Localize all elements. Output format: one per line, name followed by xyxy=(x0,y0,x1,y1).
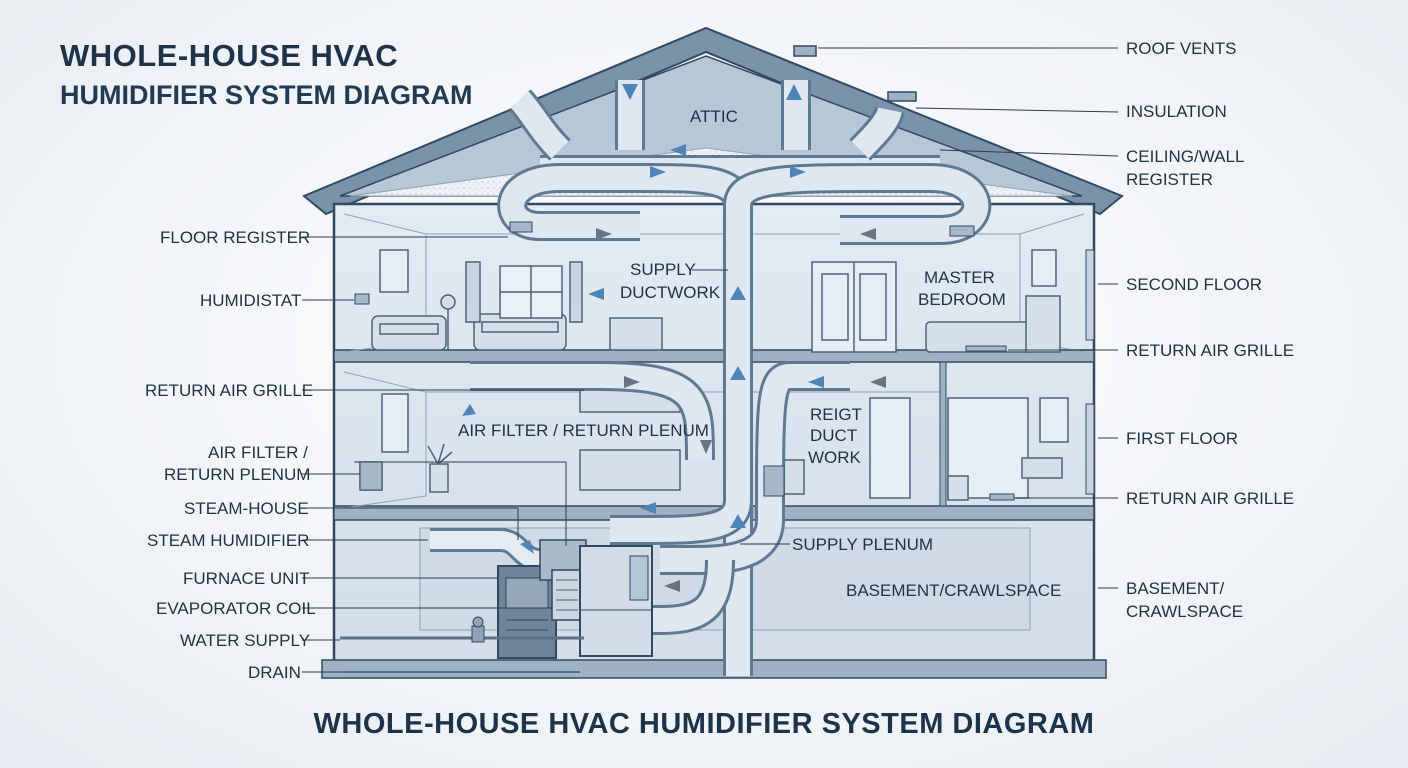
leader-lines xyxy=(302,47,1119,673)
bedroom-furniture xyxy=(811,249,1061,353)
first-floor-furniture xyxy=(359,383,1069,501)
label-return-air-grille-second: RETURN AIR GRILLE xyxy=(1126,341,1294,360)
airflow-arrows xyxy=(462,84,886,592)
roof-vent-left xyxy=(793,45,817,57)
return-air-grille-bath xyxy=(989,493,1015,501)
living-room-furniture xyxy=(371,249,663,351)
label-basement-line1: BASEMENT/ xyxy=(1126,579,1225,598)
label-attic: ATTIC xyxy=(690,107,738,126)
label-drain: DRAIN xyxy=(248,663,301,682)
label-master-bedroom-line1: MASTER xyxy=(924,268,995,287)
label-water-supply: WATER SUPPLY xyxy=(180,631,310,650)
label-roof-vents: ROOF VENTS xyxy=(1126,39,1237,58)
evaporator-coil xyxy=(551,569,583,621)
label-steam-house: STEAM-HOUSE xyxy=(184,499,309,518)
roof-vent-right xyxy=(887,91,917,102)
foundation xyxy=(321,659,1107,679)
supply-plenum-box xyxy=(579,545,653,657)
humidistat xyxy=(354,293,370,305)
label-return-air-grille-first: RETURN AIR GRILLE xyxy=(1126,489,1294,508)
floor-register xyxy=(509,221,533,233)
label-supply-ductwork-line2: DUCTWORK xyxy=(620,283,721,302)
label-first-floor: FIRST FLOOR xyxy=(1126,429,1238,448)
label-supply-plenum: SUPPLY PLENUM xyxy=(792,535,933,554)
return-air-grille-bedroom xyxy=(965,345,1007,352)
label-insulation: INSULATION xyxy=(1126,102,1227,121)
label-master-bedroom-line2: BEDROOM xyxy=(918,290,1006,309)
label-furnace-unit: FURNACE UNIT xyxy=(183,569,310,588)
label-basement-line2: CRAWLSPACE xyxy=(1126,602,1243,621)
label-return-duct-line1: REIGT xyxy=(810,405,862,424)
label-air-filter-return-plenum: AIR FILTER / RETURN PLENUM xyxy=(458,421,709,440)
label-floor-register: FLOOR REGISTER xyxy=(160,228,310,247)
return-air-grille-first xyxy=(359,461,383,491)
label-return-duct-line2: DUCT xyxy=(810,426,857,445)
label-return-duct-line3: WORK xyxy=(808,448,862,467)
second-floor-slab xyxy=(333,349,1095,363)
label-second-floor: SECOND FLOOR xyxy=(1126,275,1262,294)
label-ceiling-wall-line2: REGISTER xyxy=(1126,170,1213,189)
diagram-subtitle: HUMIDIFIER SYSTEM DIAGRAM xyxy=(60,80,473,110)
water-supply-line xyxy=(340,616,584,643)
bottom-title: WHOLE-HOUSE HVAC HUMIDIFIER SYSTEM DIAGR… xyxy=(313,708,1095,740)
label-humidistat: HUMIDISTAT xyxy=(200,291,301,310)
diagram-title: WHOLE-HOUSE HVAC xyxy=(60,38,399,73)
label-ceiling-wall-line1: CEILING/WALL xyxy=(1126,147,1244,166)
label-steam-humidifier: STEAM HUMIDIFIER xyxy=(147,531,309,550)
label-basement-crawlspace-inside: BASEMENT/CRAWLSPACE xyxy=(846,581,1061,600)
label-return-air-grille-left: RETURN AIR GRILLE xyxy=(145,381,313,400)
return-grille-duct xyxy=(763,465,785,497)
steam-humidifier-pipe xyxy=(430,528,542,572)
label-supply-ductwork-line1: SUPPLY xyxy=(630,260,696,279)
supply-ductwork xyxy=(470,80,992,676)
label-air-filter-line1: AIR FILTER / xyxy=(208,443,308,462)
ceiling-register xyxy=(949,225,975,237)
label-evaporator-coil: EVAPORATOR COIL xyxy=(156,599,316,618)
label-air-filter-line2: RETURN PLENUM xyxy=(164,465,310,484)
